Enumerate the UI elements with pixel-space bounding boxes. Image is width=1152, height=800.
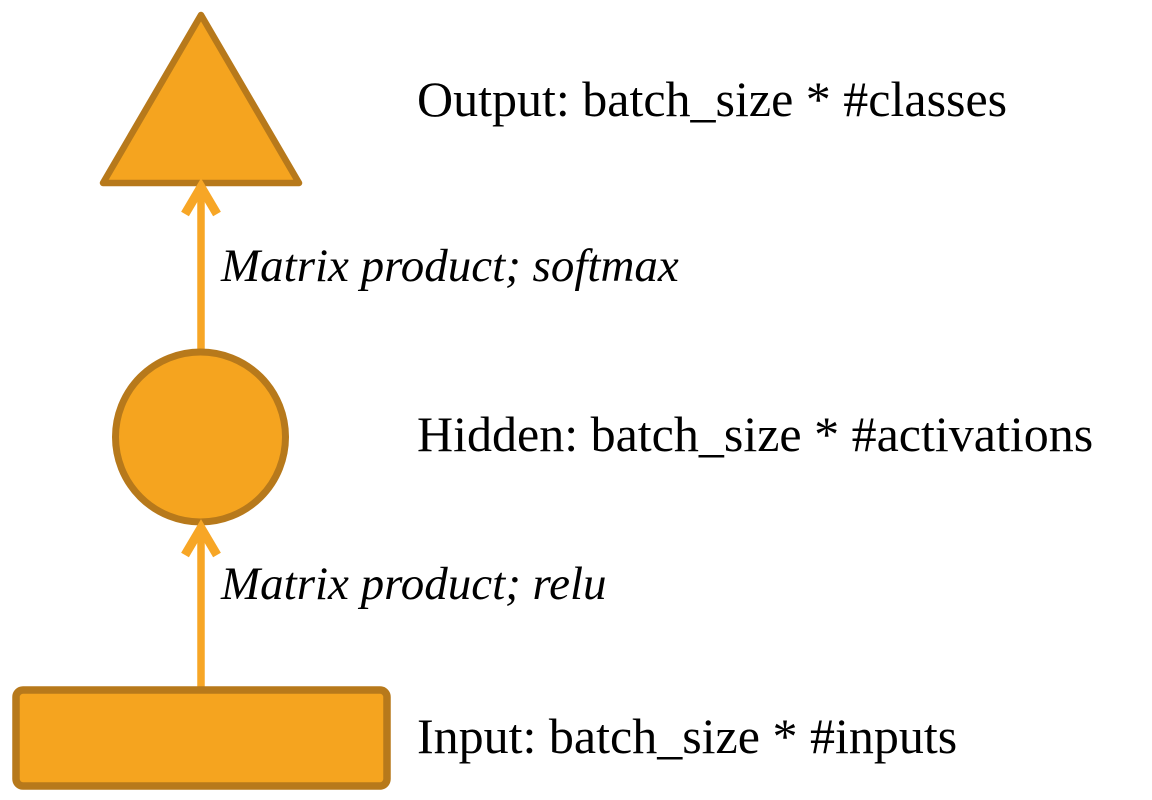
relu-edge-label: Matrix product; relu xyxy=(221,558,607,610)
input-node-label: Input: batch_size * #inputs xyxy=(417,708,958,764)
hidden-circle-shape xyxy=(112,348,289,526)
softmax-arrow xyxy=(181,178,221,350)
input-rectangle-shape xyxy=(12,686,391,790)
output-triangle-shape xyxy=(99,11,303,187)
softmax-arrowhead-icon xyxy=(181,178,221,217)
hidden-node-label: Hidden: batch_size * #activations xyxy=(417,406,1094,462)
softmax-edge-label: Matrix product; softmax xyxy=(221,240,679,292)
relu-arrowhead-icon xyxy=(181,519,221,558)
output-node-label: Output: batch_size * #classes xyxy=(417,71,1008,127)
relu-arrow xyxy=(181,519,221,688)
